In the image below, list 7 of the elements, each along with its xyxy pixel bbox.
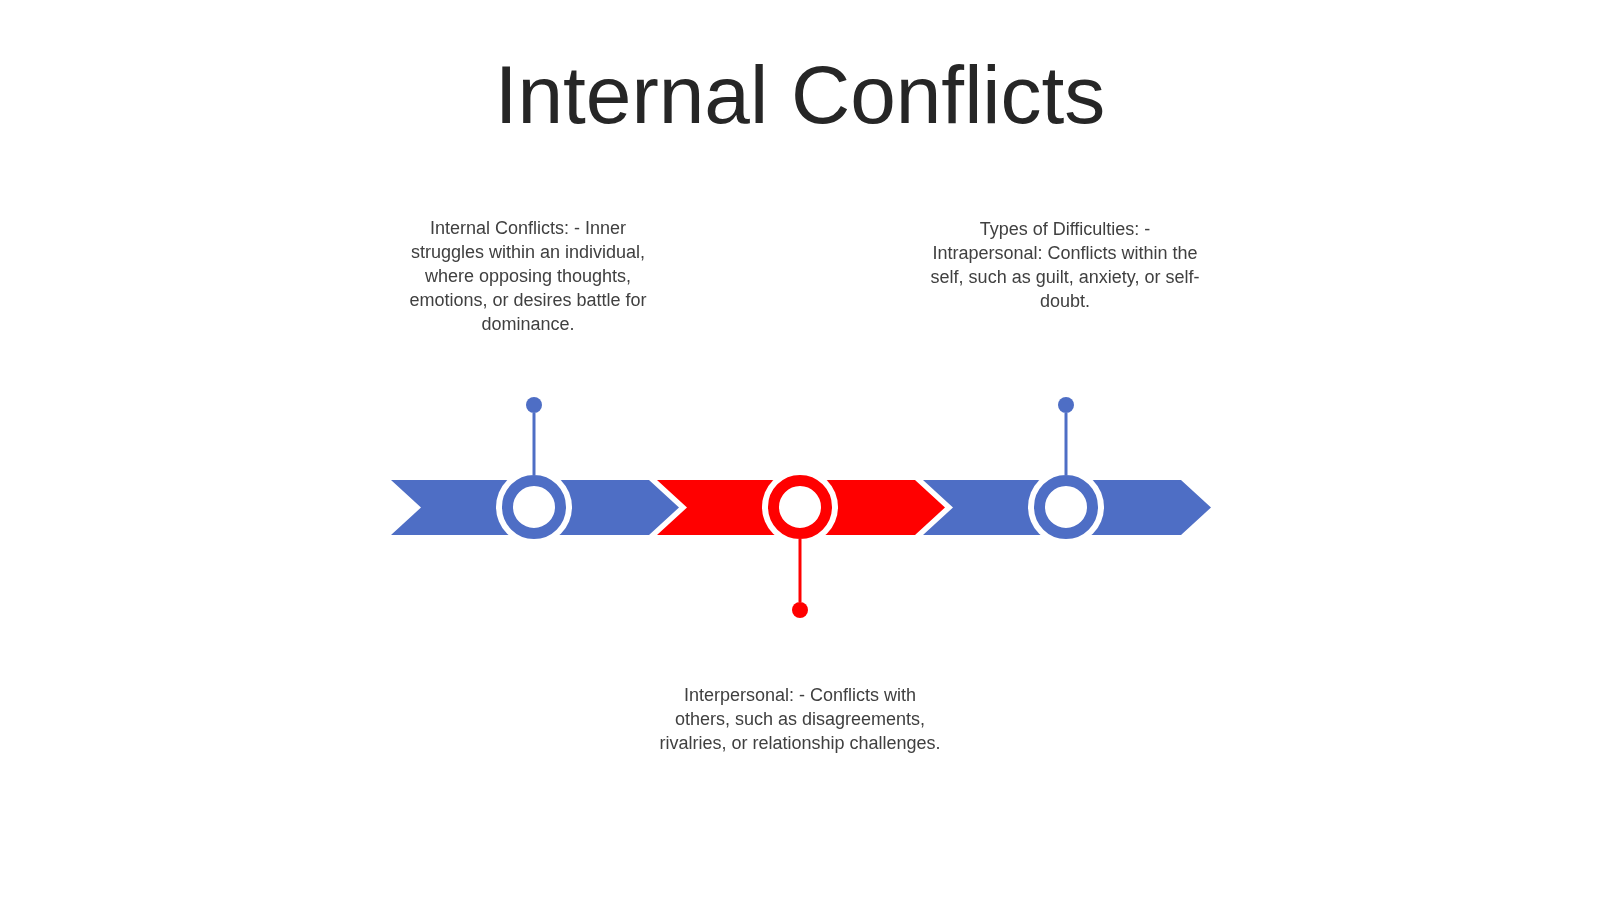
description-text: Types of Difficulties: - Intrapersonal: Conflicts within the self, such as guilt, anxiety, or self-doubt. bbox=[929, 218, 1201, 313]
description-text: Interpersonal: - Conflicts with others, such as disagreements, rivalries, or relationship challenges. bbox=[658, 684, 942, 755]
leader-line bbox=[1064, 413, 1068, 475]
leader-line bbox=[798, 539, 802, 602]
title: Internal Conflicts bbox=[494, 54, 1106, 136]
description-text: Internal Conflicts: - Inner struggles within an individual, where opposing thoughts, emotions, or desires battle for dominance. bbox=[408, 217, 648, 336]
leader-line bbox=[532, 413, 536, 475]
